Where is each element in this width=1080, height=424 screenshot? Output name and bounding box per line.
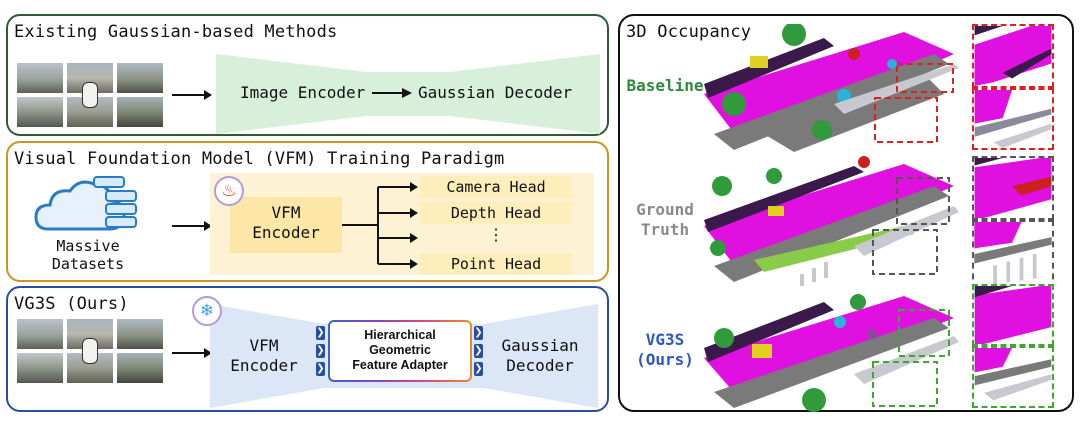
adapter-line-3: Feature Adapter xyxy=(352,358,448,372)
zoom-crop-gt-bottom xyxy=(972,220,1054,290)
row-label-ground-truth: Ground Truth xyxy=(622,200,708,240)
vfm-panel-title: Visual Foundation Model (VFM) Training P… xyxy=(14,149,505,169)
car-icon xyxy=(82,338,98,364)
zoom-crop-baseline-top xyxy=(972,24,1054,88)
snowflake-icon: ❄ xyxy=(192,296,222,326)
occupancy-panel-title: 3D Occupancy xyxy=(626,22,752,42)
vg3s-encoder-line-2: Encoder xyxy=(230,356,298,375)
feature-in-chevron-icon: ❯ xyxy=(316,326,325,340)
camera-image xyxy=(116,96,164,128)
existing-panel-title: Existing Gaussian-based Methods xyxy=(14,22,338,42)
camera-image xyxy=(116,318,164,350)
row-label-baseline: Baseline xyxy=(622,76,708,96)
feature-out-chevron-icon: ❯ xyxy=(474,362,483,376)
existing-methods-panel: Existing Gaussian-based Methods Image En… xyxy=(6,14,609,136)
hierarchical-feature-adapter: Hierarchical Geometric Feature Adapter xyxy=(328,320,472,382)
row-label-line-1: VG3S xyxy=(645,330,685,349)
camera-image xyxy=(116,352,164,384)
vg3s-vfm-encoder-label: VFM Encoder xyxy=(218,336,310,376)
cloud-database-icon xyxy=(34,176,137,231)
feature-in-chevron-icon: ❯ xyxy=(316,344,325,358)
vg3s-encoder-line-1: VFM xyxy=(249,336,279,355)
zoom-crop-gt-top xyxy=(972,156,1054,220)
depth-head-box: Depth Head xyxy=(420,202,572,224)
arrow-right-icon xyxy=(172,90,212,100)
feature-in-chevron-icon: ❯ xyxy=(316,362,325,376)
occupancy-panel: 3D Occupancy Baseline Ground Truth VG3S … xyxy=(618,14,1074,412)
vg3s-decoder-line-2: Decoder xyxy=(506,356,574,375)
heads-ellipsis: ⋮ xyxy=(488,225,504,244)
gaussian-decoder-label: Gaussian Decoder xyxy=(418,83,573,102)
surround-camera-images xyxy=(16,62,164,128)
camera-head-box: Camera Head xyxy=(420,176,572,198)
camera-image xyxy=(116,62,164,94)
row-label-line-2: (Ours) xyxy=(636,350,694,369)
occupancy-scene-ground-truth xyxy=(704,156,959,286)
adapter-line-1: Hierarchical xyxy=(364,328,436,342)
row-label-line-1: Ground xyxy=(636,200,694,219)
adapter-label: Hierarchical Geometric Feature Adapter xyxy=(330,322,470,380)
vg3s-decoder-line-1: Gaussian xyxy=(501,336,579,355)
vg3s-panel-title: VG3S (Ours) xyxy=(14,294,129,314)
camera-image xyxy=(16,62,64,94)
row-label-line-1: Baseline xyxy=(626,76,704,95)
row-label-line-2: Truth xyxy=(640,220,690,239)
camera-image xyxy=(16,96,64,128)
arrow-right-icon xyxy=(372,88,412,98)
arrow-right-icon xyxy=(172,348,212,358)
camera-image xyxy=(66,352,114,384)
zoom-crop-vg3s-bottom xyxy=(972,346,1054,408)
camera-image xyxy=(16,352,64,384)
vfm-encoder-line-2: Encoder xyxy=(252,223,320,242)
vfm-encoder-label: VFM Encoder xyxy=(230,203,342,243)
head-branch-arrows xyxy=(342,182,418,269)
image-encoder-label: Image Encoder xyxy=(240,83,366,102)
row-label-vg3s: VG3S (Ours) xyxy=(622,330,708,370)
vg3s-gaussian-decoder-label: Gaussian Decoder xyxy=(490,336,590,376)
feature-out-chevron-icon: ❯ xyxy=(474,344,483,358)
arrow-right-icon xyxy=(172,221,212,231)
car-icon xyxy=(82,82,98,108)
vfm-encoder-box xyxy=(230,197,342,253)
point-head-box: Point Head xyxy=(420,253,572,275)
occupancy-scene-baseline xyxy=(704,24,959,152)
feature-out-chevron-icon: ❯ xyxy=(474,326,483,340)
camera-image xyxy=(16,318,64,350)
zoom-crop-vg3s-top xyxy=(972,284,1054,346)
dataset-line-1: Massive xyxy=(56,237,120,255)
surround-camera-images xyxy=(16,318,164,384)
dataset-line-2: Datasets xyxy=(51,255,125,273)
vfm-paradigm-panel: Visual Foundation Model (VFM) Training P… xyxy=(6,141,609,282)
massive-datasets-label: Massive Datasets xyxy=(46,237,130,273)
zoom-crop-baseline-bottom xyxy=(972,88,1054,150)
vg3s-panel: VG3S (Ours) ❄ VFM Encoder ❯ ❯ ❯ Hierarch… xyxy=(6,286,609,412)
occupancy-scene-vg3s xyxy=(704,294,959,412)
adapter-line-2: Geometric xyxy=(369,343,431,357)
vfm-encoder-line-1: VFM xyxy=(271,203,301,222)
fire-icon: ♨ xyxy=(214,176,244,206)
